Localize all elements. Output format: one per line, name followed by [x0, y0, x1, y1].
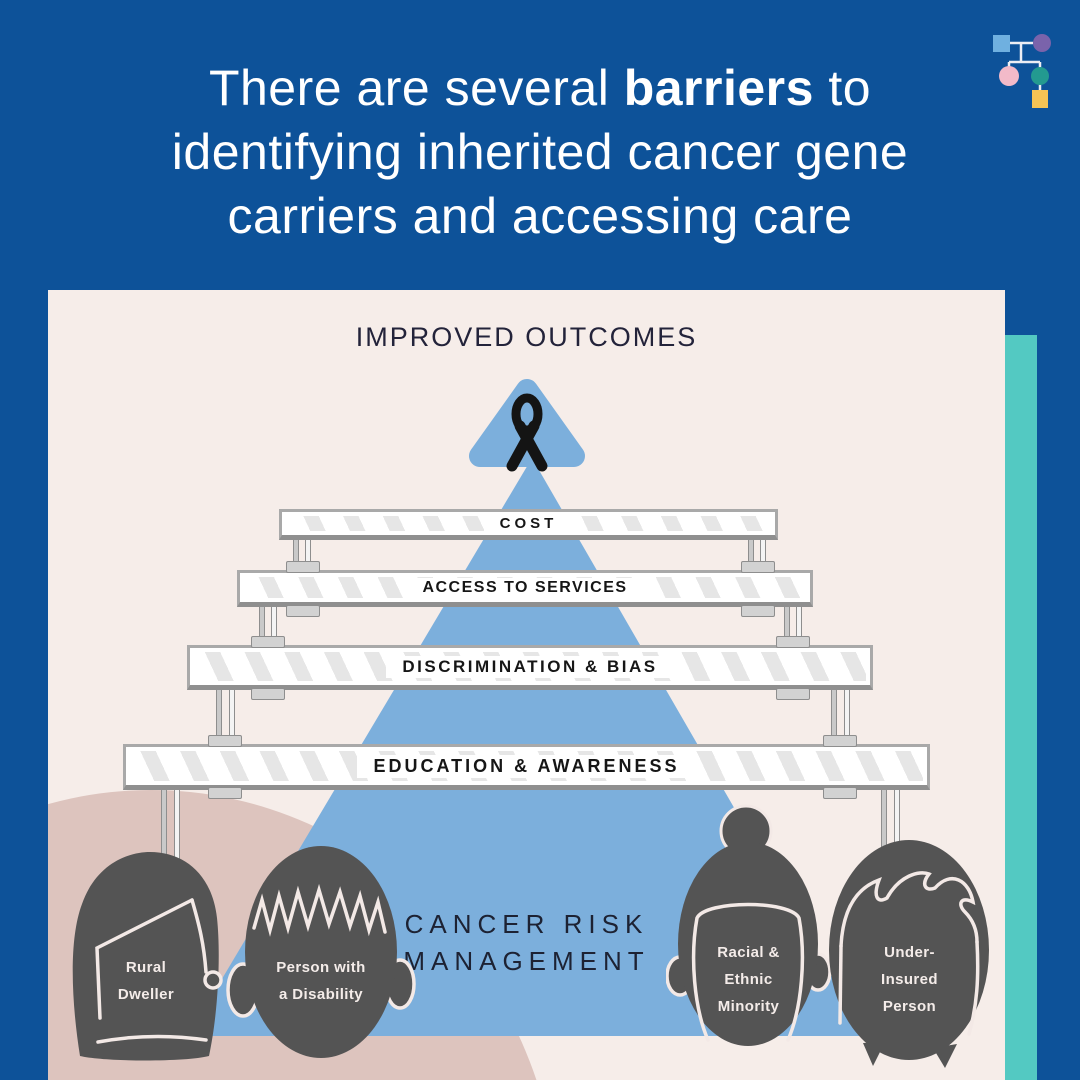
barrier-bar-cost: COST [279, 509, 778, 540]
awareness-ribbon-icon [506, 393, 548, 472]
pedigree-circle-purple [1033, 34, 1051, 52]
barrier-bar-access: ACCESS TO SERVICES [237, 570, 813, 607]
hurdle-clamp [286, 605, 320, 617]
pedigree-square-blue [993, 35, 1010, 52]
label-line: Insured [881, 971, 938, 988]
title-line-3: carriers and accessing care [227, 188, 853, 244]
title-line-2: identifying inherited cancer gene [171, 124, 909, 180]
label-line: Minority [717, 998, 780, 1015]
improved-outcomes-label: IMPROVED OUTCOMES [355, 322, 698, 352]
label-line: Under- [884, 944, 935, 961]
label-line: Dweller [117, 986, 175, 1003]
label-line: Rural [125, 959, 167, 976]
diagram-panel: IMPROVED OUTCOMES COST ACCESS TO SERVICE… [48, 290, 1005, 1080]
title-line1-bold: barriers [623, 60, 814, 116]
hurdle-clamp [208, 787, 242, 799]
barrier-label: COST [483, 514, 574, 533]
page-title: There are several barriers to identifyin… [0, 56, 1080, 248]
hair-outline [252, 883, 387, 937]
barrier-label: EDUCATION & AWARENESS [357, 754, 696, 778]
title-line1-post: to [813, 60, 872, 116]
title-line-1: There are several barriers to [0, 56, 1080, 120]
barrier-bar-education: EDUCATION & AWARENESS [123, 744, 930, 790]
racial-ethnic-minority-figure [666, 804, 831, 1046]
pedigree-chart-icon [993, 34, 1051, 108]
pedigree-circle-teal [1031, 67, 1049, 85]
hair-outline [691, 902, 805, 1042]
hurdle-clamp [741, 605, 775, 617]
hurdle-clamp [286, 561, 320, 573]
label-line: a Disability [279, 986, 363, 1003]
cancer-risk-line: CANCER RISK [404, 909, 649, 939]
label-line: Racial & [717, 944, 780, 961]
hurdle-clamp [823, 735, 857, 747]
management-line: MANAGEMENT [403, 946, 650, 976]
person-label-under-insured: Under- Insured Person [827, 939, 992, 1020]
barrier-label: ACCESS TO SERVICES [406, 577, 644, 598]
hurdle-clamp [251, 688, 285, 700]
hurdle-clamp [741, 561, 775, 573]
person-label-racial-ethnic: Racial & Ethnic Minority [666, 939, 831, 1020]
rural-dweller-figure [72, 852, 223, 1061]
pedigree-circle-pink [999, 66, 1019, 86]
hurdle-clamp [776, 636, 810, 648]
hurdle-clamp [208, 735, 242, 747]
hurdle-clamp [251, 636, 285, 648]
title-line1-pre: There are several [208, 60, 624, 116]
hair-outline [838, 871, 980, 1036]
label-line: Person with [276, 959, 366, 976]
hurdle-clamp [823, 787, 857, 799]
pedigree-square-yellow [1032, 90, 1048, 108]
teal-accent-bar [1005, 335, 1037, 1080]
cancer-risk-management-label: CANCER RISK MANAGEMENT [48, 906, 1005, 980]
barrier-bar-discrimination: DISCRIMINATION & BIAS [187, 645, 873, 690]
pedigree-lines [1007, 41, 1042, 91]
person-with-disability-figure [226, 846, 416, 1058]
arrow-head [469, 379, 585, 467]
label-line: Ethnic [724, 971, 773, 988]
barrier-label: DISCRIMINATION & BIAS [386, 655, 674, 678]
hair-outline [95, 898, 208, 1044]
person-label-disability: Person with a Disability [226, 954, 416, 1008]
under-insured-person-figure [829, 840, 989, 1068]
hurdle-clamp [776, 688, 810, 700]
person-label-rural-dweller: Rural Dweller [66, 954, 226, 1008]
ear [203, 970, 223, 990]
label-line: Person [882, 998, 937, 1015]
